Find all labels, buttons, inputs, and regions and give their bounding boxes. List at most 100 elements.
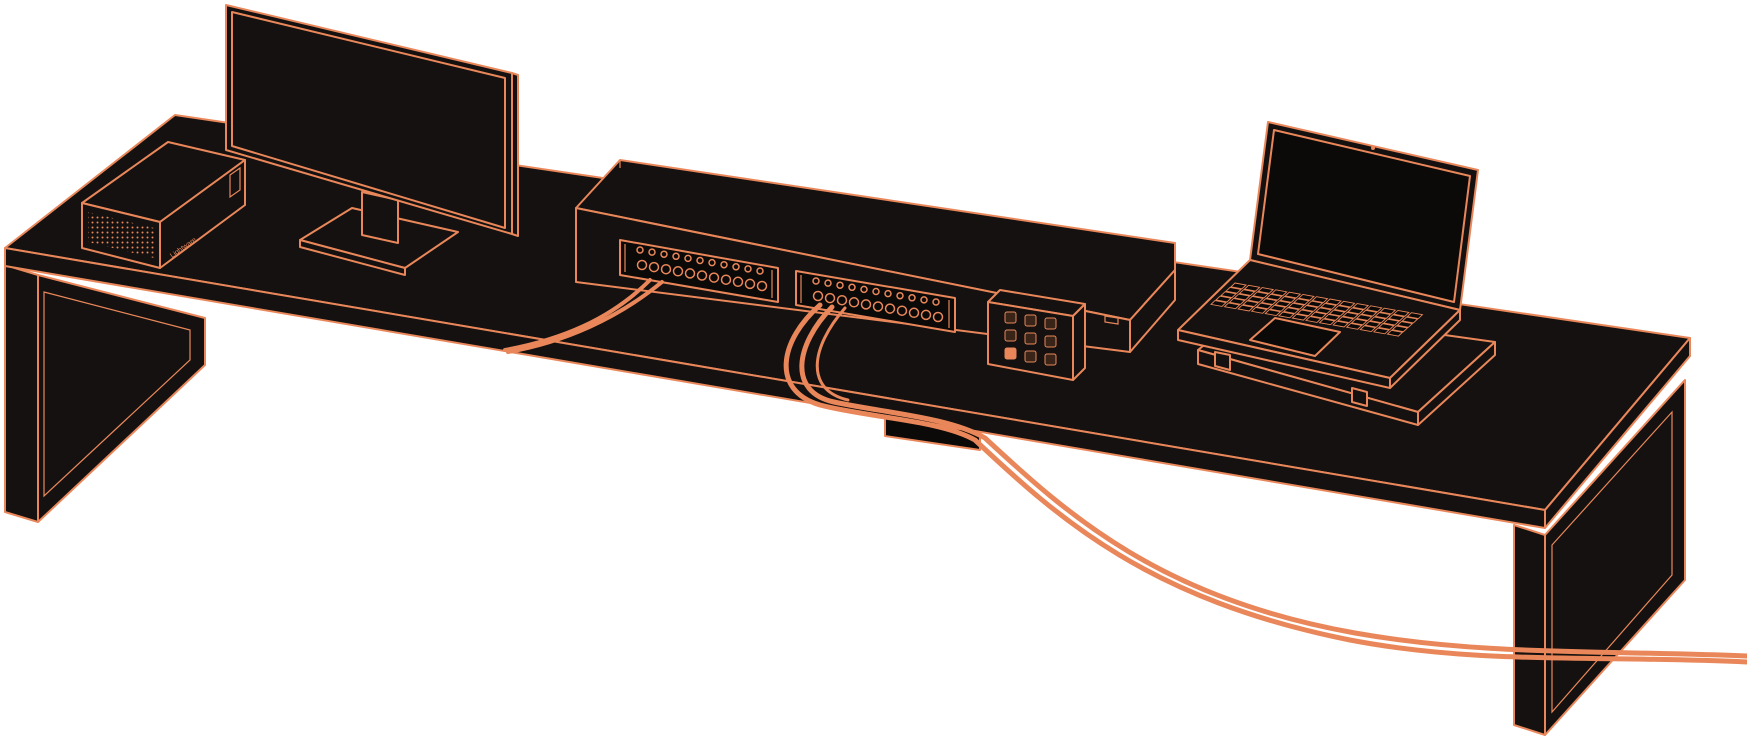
rj45-port: [908, 307, 920, 319]
switch-status-led: [1104, 315, 1119, 325]
laptop-key: [1252, 291, 1270, 299]
laptop-key: [1364, 320, 1382, 328]
laptop-key: [1333, 305, 1351, 312]
laptop-key: [1311, 296, 1329, 303]
laptop-key: [1406, 312, 1424, 319]
laptop-key: [1337, 316, 1355, 324]
rj45-port: [732, 263, 740, 271]
rj45-port: [872, 287, 880, 296]
rj45-port: [756, 280, 768, 292]
laptop-key: [1401, 316, 1419, 324]
laptop-key: [1274, 300, 1292, 308]
pc-side-port: [229, 166, 241, 199]
laptop-key: [1347, 307, 1365, 315]
laptop-key: [1233, 293, 1251, 301]
laptop-key: [1250, 306, 1268, 314]
rj45-port: [648, 261, 660, 273]
laptop-key: [1243, 284, 1261, 292]
patch-panel-left-ports: [636, 246, 768, 292]
keypad-button: [1024, 332, 1037, 345]
laptop-base-side: [1389, 309, 1461, 389]
laptop-webcam: [1371, 146, 1375, 150]
rj45-port: [848, 297, 860, 308]
cable-left: [503, 278, 652, 352]
rj45-port: [812, 277, 820, 285]
laptop-key: [1228, 298, 1246, 305]
laptop-key: [1320, 302, 1337, 310]
rj45-port: [836, 294, 848, 306]
laptop-key: [1392, 309, 1410, 317]
laptop-key: [1223, 302, 1241, 310]
laptop-key: [1265, 293, 1283, 301]
laptop-key: [1297, 293, 1315, 301]
rj45-port: [908, 294, 916, 302]
laptop-key: [1230, 282, 1247, 290]
desk-right-edge: [1544, 337, 1691, 529]
laptop-key: [1255, 302, 1273, 310]
laptop-trackpad: [1249, 317, 1341, 357]
rj45-port: [708, 258, 716, 267]
laptop-key: [1269, 304, 1287, 312]
rj45-port: [744, 278, 756, 290]
monitor-side: [511, 72, 519, 237]
patch-panel-right: [795, 270, 956, 333]
keypad-button: [1004, 347, 1017, 360]
keypad-button: [1044, 335, 1057, 348]
rj45-port: [684, 254, 692, 263]
keypad-button: [1004, 329, 1017, 342]
desk-left-leg-inset: [43, 291, 191, 498]
laptop-key: [1306, 300, 1324, 308]
laptop-key: [1279, 296, 1297, 303]
patch-panel-left: [619, 239, 779, 303]
laptop-key: [1260, 298, 1278, 305]
keypad-button: [1044, 317, 1057, 330]
rj45-port: [884, 303, 896, 314]
rj45-port: [884, 289, 892, 298]
monitor: [225, 4, 519, 276]
rj45-port: [708, 272, 720, 283]
pc-tower: Lightware: [81, 141, 246, 269]
rj45-port: [696, 270, 708, 281]
laptop-key: [1396, 321, 1414, 328]
keypad-button: [1024, 314, 1037, 327]
rj45-port: [824, 279, 832, 287]
laptop-key: [1220, 291, 1237, 299]
keypad-button: [1024, 350, 1037, 363]
keypad-side: [1072, 303, 1086, 381]
laptop-key: [1270, 289, 1288, 297]
cable-main-2: [799, 304, 1747, 659]
laptop-key: [1315, 307, 1332, 315]
control-keypad: [987, 289, 1086, 381]
laptop-stand-foot-right: [1351, 387, 1368, 407]
laptop-key: [1237, 304, 1255, 312]
monitor-bezel: [231, 11, 506, 229]
laptop-key: [1386, 329, 1404, 337]
laptop-key: [1318, 318, 1336, 326]
laptop-key: [1291, 313, 1309, 321]
desk-right-leg-side: [1544, 379, 1686, 736]
rack-switch-side: [1129, 269, 1176, 353]
laptop-key: [1338, 300, 1356, 308]
rj45-port: [696, 256, 704, 265]
laptop-key: [1282, 307, 1300, 314]
rj45-port: [896, 291, 904, 300]
laptop-stand-foot-left: [1214, 351, 1231, 371]
laptop-key: [1292, 298, 1310, 306]
rj45-port: [920, 296, 928, 304]
laptop-key: [1359, 325, 1377, 333]
desk-right-leg: [1513, 524, 1546, 736]
rj45-port: [872, 301, 884, 312]
laptop-screen: [1257, 129, 1471, 303]
laptop-key: [1277, 311, 1295, 319]
laptop-key: [1369, 316, 1387, 324]
rj45-port: [672, 252, 680, 261]
cable-main-3: [815, 306, 850, 402]
rj45-port: [720, 274, 732, 285]
rj45-port: [932, 311, 944, 323]
laptop-key: [1242, 300, 1260, 308]
laptop-key: [1374, 312, 1392, 319]
laptop-key: [1257, 287, 1275, 294]
cable-bundle: [503, 278, 1747, 665]
rj45-port: [732, 276, 744, 288]
